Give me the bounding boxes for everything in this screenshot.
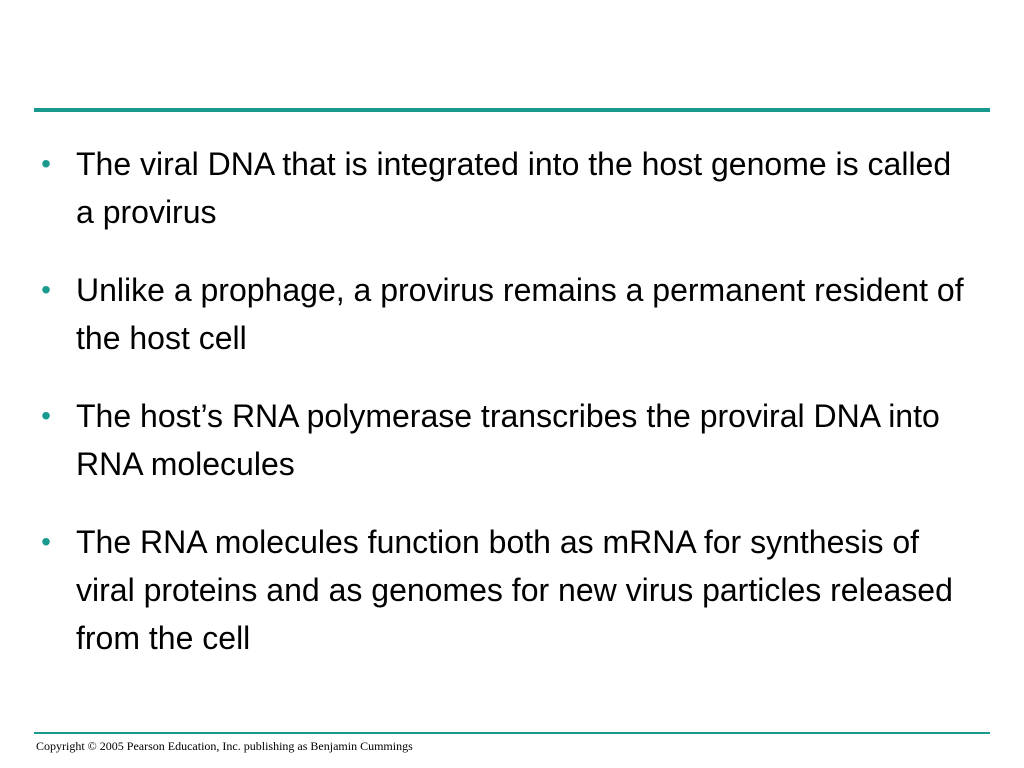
bullet-icon: • [41, 148, 51, 179]
bullet-item: • The RNA molecules function both as mRN… [34, 518, 974, 662]
copyright-footer: Copyright © 2005 Pearson Education, Inc.… [36, 739, 413, 753]
bullet-text: The host’s RNA polymerase transcribes th… [76, 398, 940, 482]
bullet-item: • The viral DNA that is integrated into … [34, 140, 974, 236]
bullet-text: The RNA molecules function both as mRNA … [76, 524, 953, 656]
bullet-icon: • [41, 526, 51, 557]
bullet-item: • The host’s RNA polymerase transcribes … [34, 392, 974, 488]
top-divider [34, 108, 990, 112]
bullet-icon: • [41, 400, 51, 431]
bottom-divider [34, 732, 990, 734]
bullet-item: • Unlike a prophage, a provirus remains … [34, 266, 974, 362]
bullet-list: • The viral DNA that is integrated into … [34, 140, 974, 692]
bullet-text: Unlike a prophage, a provirus remains a … [76, 272, 964, 356]
bullet-icon: • [41, 274, 51, 305]
bullet-text: The viral DNA that is integrated into th… [76, 146, 952, 230]
